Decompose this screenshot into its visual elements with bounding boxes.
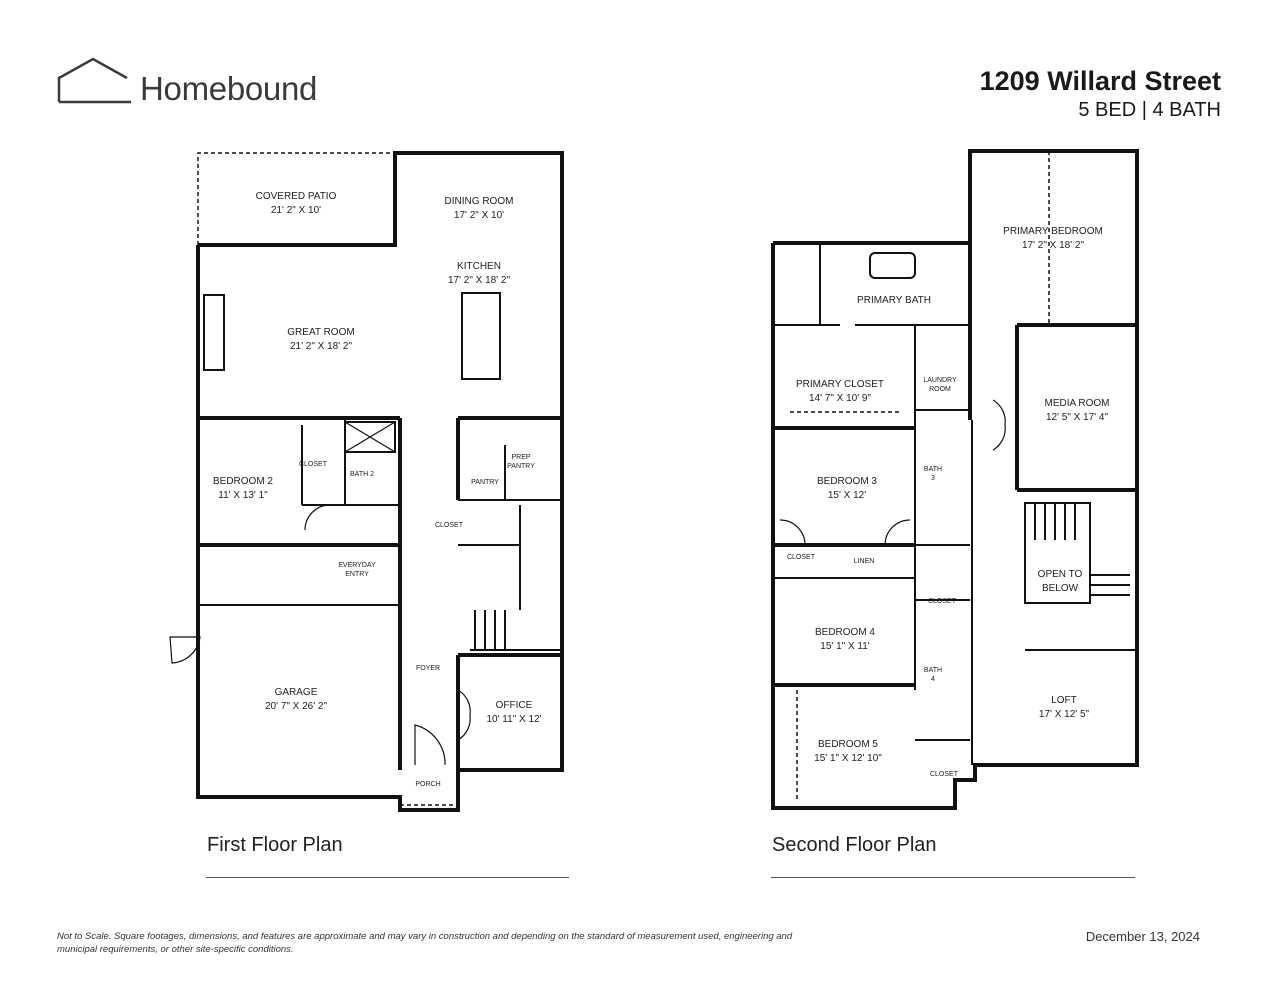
property-address: 1209 Willard Street [979, 66, 1221, 96]
first-floor-plan [169, 151, 564, 812]
room-dims: 17' 2" X 18' 2" [1022, 240, 1085, 251]
first-floor-title: First Floor Plan [207, 834, 343, 856]
prep-pantry-label: PREP [511, 454, 530, 461]
house-roof-icon [57, 57, 131, 104]
room-name: BEDROOM 5 [818, 739, 878, 750]
plan-date: December 13, 2024 [1085, 929, 1200, 944]
room-dims: 20' 7" X 26' 2" [265, 701, 328, 712]
closet-label: CLOSET [928, 598, 957, 605]
room-name: BEDROOM 3 [817, 476, 877, 487]
room-name: MEDIA ROOM [1044, 398, 1109, 409]
room-dims: 17' 2" X 10' [454, 210, 504, 221]
second-floor-labels: PRIMARY BEDROOM 17' 2" X 18' 2" PRIMARY … [787, 226, 1110, 778]
divider [771, 877, 1135, 878]
open-to-below-label: BELOW [1042, 583, 1079, 594]
room-dims: 15' 1" X 12' 10" [814, 753, 882, 764]
room-name: GARAGE [275, 687, 318, 698]
closet-label: CLOSET [787, 554, 816, 561]
room-name: LOFT [1051, 695, 1077, 706]
everyday-entry-label: EVERYDAY [338, 562, 376, 569]
room-dims: 12' 5" X 17' 4" [1046, 412, 1109, 423]
bath-label: BATH 2 [350, 471, 374, 478]
primary-bath-label: PRIMARY BATH [857, 295, 931, 306]
second-floor-title: Second Floor Plan [772, 834, 937, 856]
pantry-label: PANTRY [471, 479, 499, 486]
room-name: GREAT ROOM [287, 327, 354, 338]
second-floor-plan [771, 149, 1139, 810]
room-name: COVERED PATIO [256, 191, 337, 202]
foyer-label: FOYER [416, 665, 440, 672]
beds-baths: 5 BED | 4 BATH [1078, 99, 1221, 121]
room-name: DINING ROOM [445, 196, 514, 207]
room-name: KITCHEN [457, 261, 501, 272]
room-dims: 10' 11" X 12' [487, 714, 542, 725]
room-dims: 15' 1" X 11' [820, 641, 870, 652]
closet-label: CLOSET [299, 461, 328, 468]
bath-label: BATH [924, 667, 942, 674]
bath-label: BATH [924, 466, 942, 473]
bath-label: 3 [931, 475, 935, 482]
room-dims: 11' X 13' 1" [218, 490, 268, 501]
linen-label: LINEN [854, 558, 875, 565]
room-dims: 21' 2" X 10' [271, 205, 321, 216]
bath-label: 4 [931, 676, 935, 683]
room-dims: 14' 7" X 10' 9" [809, 393, 872, 404]
porch-label: PORCH [415, 781, 440, 788]
room-name: OFFICE [496, 700, 533, 711]
disclaimer: Not to Scale. Square footages, dimension… [57, 931, 793, 955]
prep-pantry-label: PANTRY [507, 463, 535, 470]
laundry-label: LAUNDRY [923, 377, 957, 384]
everyday-entry-label: ENTRY [345, 571, 369, 578]
open-to-below-label: OPEN TO [1038, 569, 1083, 580]
closet-label: CLOSET [435, 522, 464, 529]
room-dims: 21' 2" X 18' 2" [290, 341, 353, 352]
room-name: PRIMARY BEDROOM [1003, 226, 1103, 237]
room-dims: 15' X 12' [828, 490, 866, 501]
room-dims: 17' 2" X 18' 2" [448, 275, 511, 286]
room-name: PRIMARY CLOSET [796, 379, 884, 390]
divider [206, 877, 569, 878]
closet-label: CLOSET [930, 771, 959, 778]
room-dims: 17' X 12' 5" [1039, 709, 1090, 720]
room-name: BEDROOM 4 [815, 627, 875, 638]
brand-name: Homebound [140, 70, 318, 107]
room-name: BEDROOM 2 [213, 476, 273, 487]
first-floor-labels: COVERED PATIO 21' 2" X 10' DINING ROOM 1… [213, 191, 542, 788]
laundry-label: ROOM [929, 386, 951, 393]
